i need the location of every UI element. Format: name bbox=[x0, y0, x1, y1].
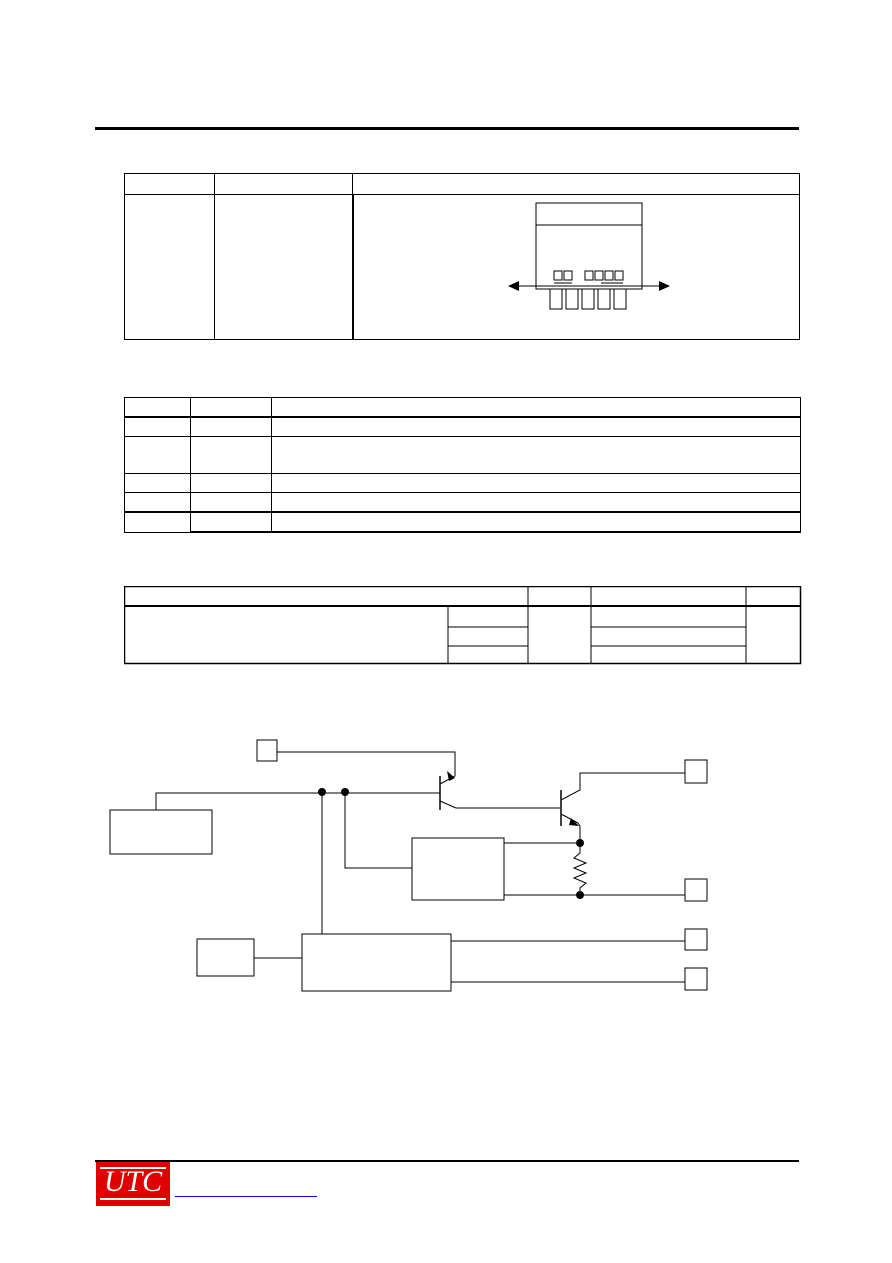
marking-box bbox=[553, 270, 562, 281]
table-frame bbox=[124, 586, 802, 665]
input-block bbox=[196, 938, 255, 977]
marking-box bbox=[563, 270, 572, 281]
table-header-cell bbox=[190, 397, 272, 418]
table-cell bbox=[190, 473, 272, 493]
footer-rule bbox=[95, 1160, 799, 1162]
package-pin bbox=[597, 288, 610, 310]
utc-logo: UTC bbox=[96, 1162, 170, 1206]
table-header-cell bbox=[124, 173, 215, 195]
table-header-cell bbox=[124, 397, 191, 418]
package-pin bbox=[581, 288, 594, 310]
table-row bbox=[124, 194, 800, 340]
arrow-head-right-icon bbox=[658, 281, 670, 291]
table-cell bbox=[124, 194, 215, 340]
table-cell bbox=[190, 436, 272, 474]
wire bbox=[155, 792, 440, 810]
table-row bbox=[124, 511, 801, 533]
wire bbox=[560, 772, 685, 801]
arrow-head-icon bbox=[569, 818, 579, 826]
terminal-box bbox=[684, 928, 708, 951]
marking-box bbox=[604, 270, 613, 281]
header-rule bbox=[95, 127, 799, 130]
table-cell bbox=[190, 492, 272, 513]
control-block bbox=[411, 837, 505, 901]
terminal-box bbox=[684, 878, 708, 902]
table-row bbox=[124, 436, 801, 474]
terminal-box bbox=[684, 967, 708, 991]
arrow-head-icon bbox=[447, 771, 455, 781]
table-cell bbox=[271, 511, 801, 533]
ordering-table bbox=[124, 586, 802, 665]
table-cell bbox=[124, 492, 191, 513]
website-link[interactable] bbox=[175, 1180, 317, 1197]
resistor-icon bbox=[572, 843, 588, 895]
table-row bbox=[124, 492, 801, 513]
marking-box bbox=[614, 270, 623, 281]
package-body bbox=[535, 202, 642, 290]
table-header-cell bbox=[271, 397, 801, 418]
table-row bbox=[124, 416, 801, 437]
package-drawing bbox=[507, 202, 670, 310]
arrow-head-left-icon bbox=[507, 281, 519, 291]
table-cell bbox=[214, 194, 354, 340]
marking-box bbox=[594, 270, 603, 281]
terminal-box bbox=[684, 759, 708, 784]
pin-description-table bbox=[124, 397, 801, 533]
table-cell bbox=[190, 416, 272, 437]
logo-stripe bbox=[100, 1167, 166, 1169]
package-pin bbox=[549, 288, 562, 310]
wire bbox=[577, 822, 581, 843]
wire bbox=[344, 792, 412, 869]
junction-dot bbox=[576, 839, 584, 847]
table-cell bbox=[124, 473, 191, 493]
marking-box bbox=[584, 270, 593, 281]
package-drawing-cell bbox=[352, 194, 800, 340]
transistor-emitter bbox=[439, 800, 457, 809]
package-pin bbox=[565, 288, 578, 310]
package-pin bbox=[613, 288, 626, 310]
table-header-row bbox=[124, 397, 801, 418]
table-cell bbox=[124, 511, 191, 533]
table-cell bbox=[124, 416, 191, 437]
table-header-cell bbox=[352, 173, 800, 195]
logo-stripe bbox=[100, 1198, 166, 1200]
table-cell bbox=[124, 436, 191, 474]
table-cell bbox=[271, 416, 801, 437]
logo-text: UTC bbox=[103, 1165, 163, 1198]
table-header-row bbox=[124, 173, 800, 195]
block-diagram bbox=[109, 739, 708, 992]
pin-configuration-table bbox=[124, 173, 800, 340]
table-cell bbox=[271, 436, 801, 474]
wire bbox=[277, 751, 456, 785]
terminal-box bbox=[256, 739, 278, 762]
table-cell bbox=[190, 511, 272, 533]
logic-block bbox=[301, 933, 452, 992]
junction-dot bbox=[318, 788, 326, 796]
transistor-emitter bbox=[560, 813, 579, 824]
table-row bbox=[124, 473, 801, 493]
junction-dot bbox=[341, 788, 349, 796]
table-header-cell bbox=[214, 173, 353, 195]
table-cell bbox=[271, 473, 801, 493]
junction-dot bbox=[576, 891, 584, 899]
table-cell bbox=[271, 492, 801, 513]
reference-block bbox=[109, 809, 213, 855]
